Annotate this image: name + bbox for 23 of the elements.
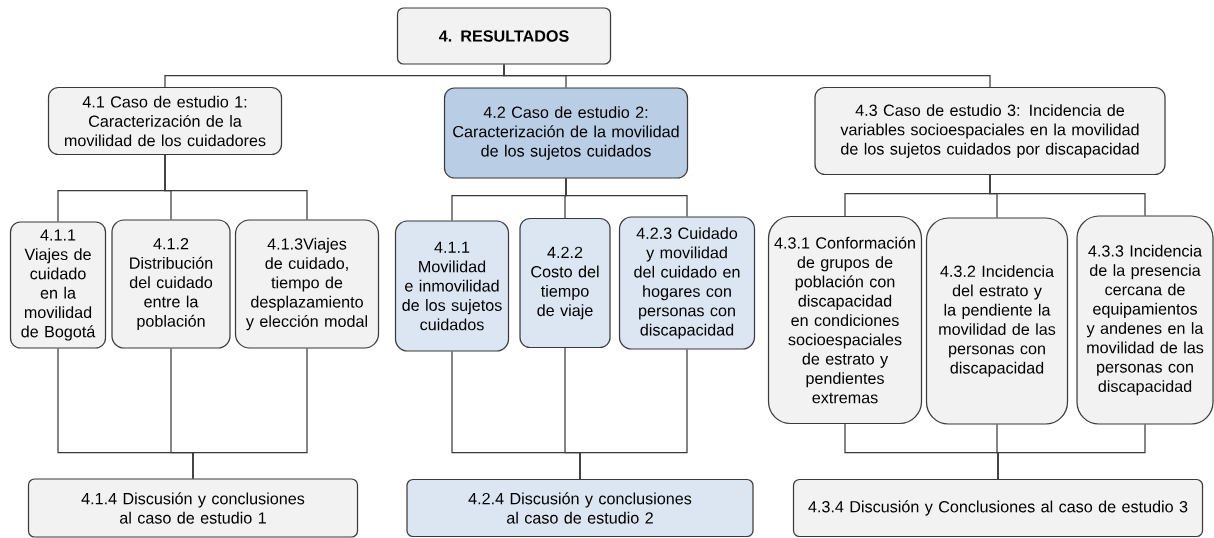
- subsection-box: 4.2.3 Cuidado y movilidad del cuidado en hogares con personas con discapacidad: [618, 216, 756, 350]
- connector-line: [192, 348, 308, 479]
- subsection-box: 4.3.3 Incidencia de la presencia cercana de equipamientos y andenes en la movilidad de las personas con discapacidad: [1076, 215, 1214, 425]
- conclusion-box: 4.2.4 Discusión y conclusiones al caso de estudio 2: [406, 478, 754, 538]
- subsection-box: 4.1.3Viajes de cuidado, tiempo de desplazamiento y elección modal: [234, 219, 380, 349]
- connector-line: [579, 349, 688, 480]
- conclusion-box: 4.1.4 Discusión y conclusiones al caso de estudio 1: [27, 478, 359, 538]
- title-box: 4. RESULTADOS: [396, 7, 612, 65]
- connector-line: [503, 64, 991, 88]
- subsection-box: 4.3.1 Conformación de grupos de población con discapacidad en condiciones socioespaciales de estrato y pendientes extremas: [767, 215, 923, 425]
- subsection-box: 4.1.1 Viajes de cuidado en la movilidad de Bogotá: [9, 221, 107, 349]
- section-box: 4.1 Caso de estudio 1: Caracterización de la movilidad de los cuidadores: [47, 86, 283, 156]
- section-box: 4.3 Caso de estudio 3: Incidencia de variables socioespaciales en la movilidad de los sujetos cuidados por discapacidad: [814, 86, 1166, 176]
- subsection-box: 4.1.1 Movilidad e inmovilidad de los sujetos cuidados: [394, 220, 510, 352]
- section-box: 4.2 Caso de estudio 2: Caracterización de la movilidad de los sujetos cuidados: [443, 87, 689, 179]
- subsection-box: 4.1.2 Distribución del cuidado entre la población: [111, 219, 231, 349]
- connector-line: [164, 154, 308, 220]
- conclusion-box: 4.3.4 Discusión y Conclusiones al caso de estudio 3: [792, 478, 1204, 538]
- connector-line: [997, 424, 1146, 480]
- subsection-box: 4.2.2 Costo del tiempo de viaje: [519, 217, 611, 349]
- subsection-box: 4.3.2 Incidencia del estrato y la pendiente la movilidad de las personas con discapacidad: [925, 217, 1069, 425]
- connector-line: [989, 174, 1146, 216]
- connector-line: [565, 178, 688, 217]
